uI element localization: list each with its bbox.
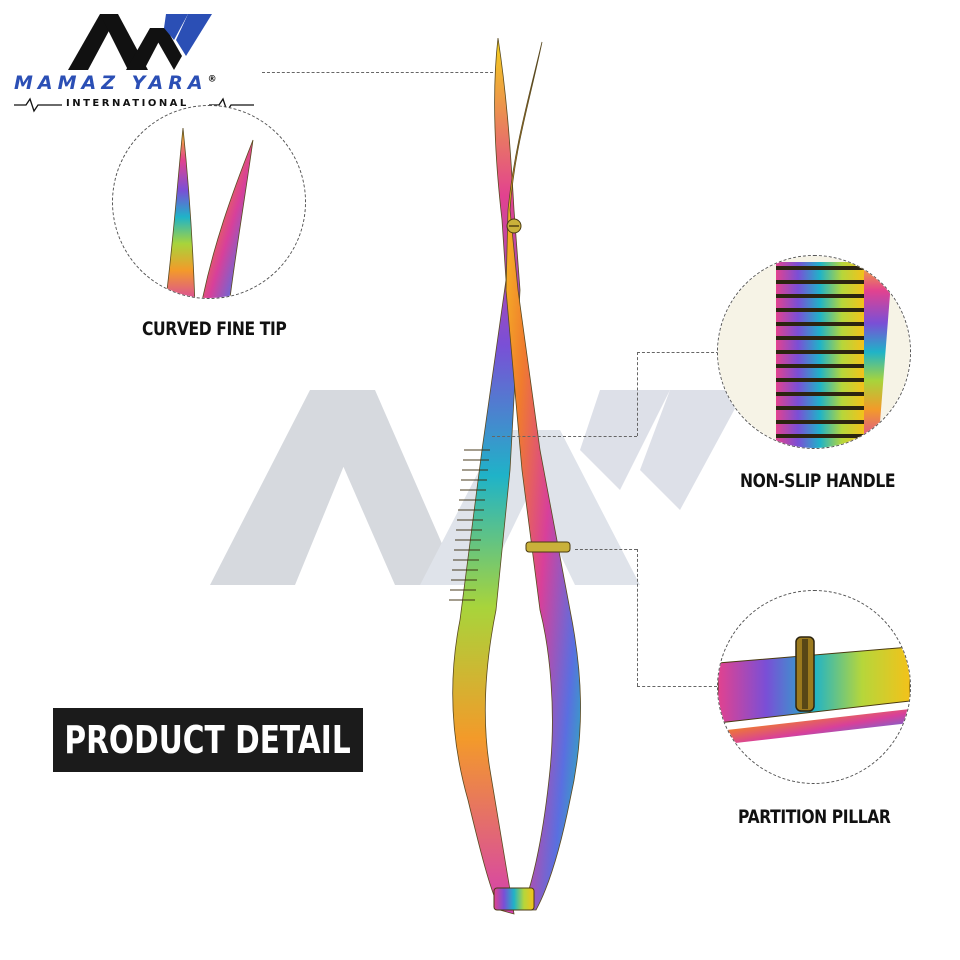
leader-line-tip — [262, 72, 498, 73]
brand-subtitle: INTERNATIONAL — [66, 98, 189, 109]
callout-circle-pillar — [717, 590, 911, 784]
leader-line-pillar-h2 — [637, 686, 717, 687]
brand-name: MAMAZ YARA® — [14, 72, 222, 94]
leader-line-pillar-h — [575, 549, 637, 550]
brand-logo: MAMAZ YARA® INTERNATIONAL — [14, 10, 264, 120]
tip-closeup-image — [165, 127, 254, 298]
registered-mark: ® — [207, 74, 222, 85]
scissors-image — [449, 37, 581, 915]
callout-label-handle: NON-SLIP HANDLE — [740, 470, 896, 492]
handle-closeup-image — [718, 256, 910, 448]
callout-label-tip: CURVED FINE TIP — [142, 318, 287, 340]
leader-line-handle-h2 — [637, 352, 719, 353]
callout-circle-tip — [112, 105, 306, 299]
callout-label-pillar: PARTITION PILLAR — [738, 806, 891, 828]
leader-line-pillar-v — [637, 549, 638, 686]
product-detail-banner: PRODUCT DETAIL — [53, 708, 363, 772]
leader-line-handle-v — [637, 352, 638, 436]
banner-text: PRODUCT DETAIL — [64, 718, 352, 762]
pillar-closeup-image — [718, 636, 910, 745]
leader-line-handle-h — [492, 436, 637, 437]
callout-circle-handle — [717, 255, 911, 449]
brand-mark-icon — [68, 14, 212, 70]
